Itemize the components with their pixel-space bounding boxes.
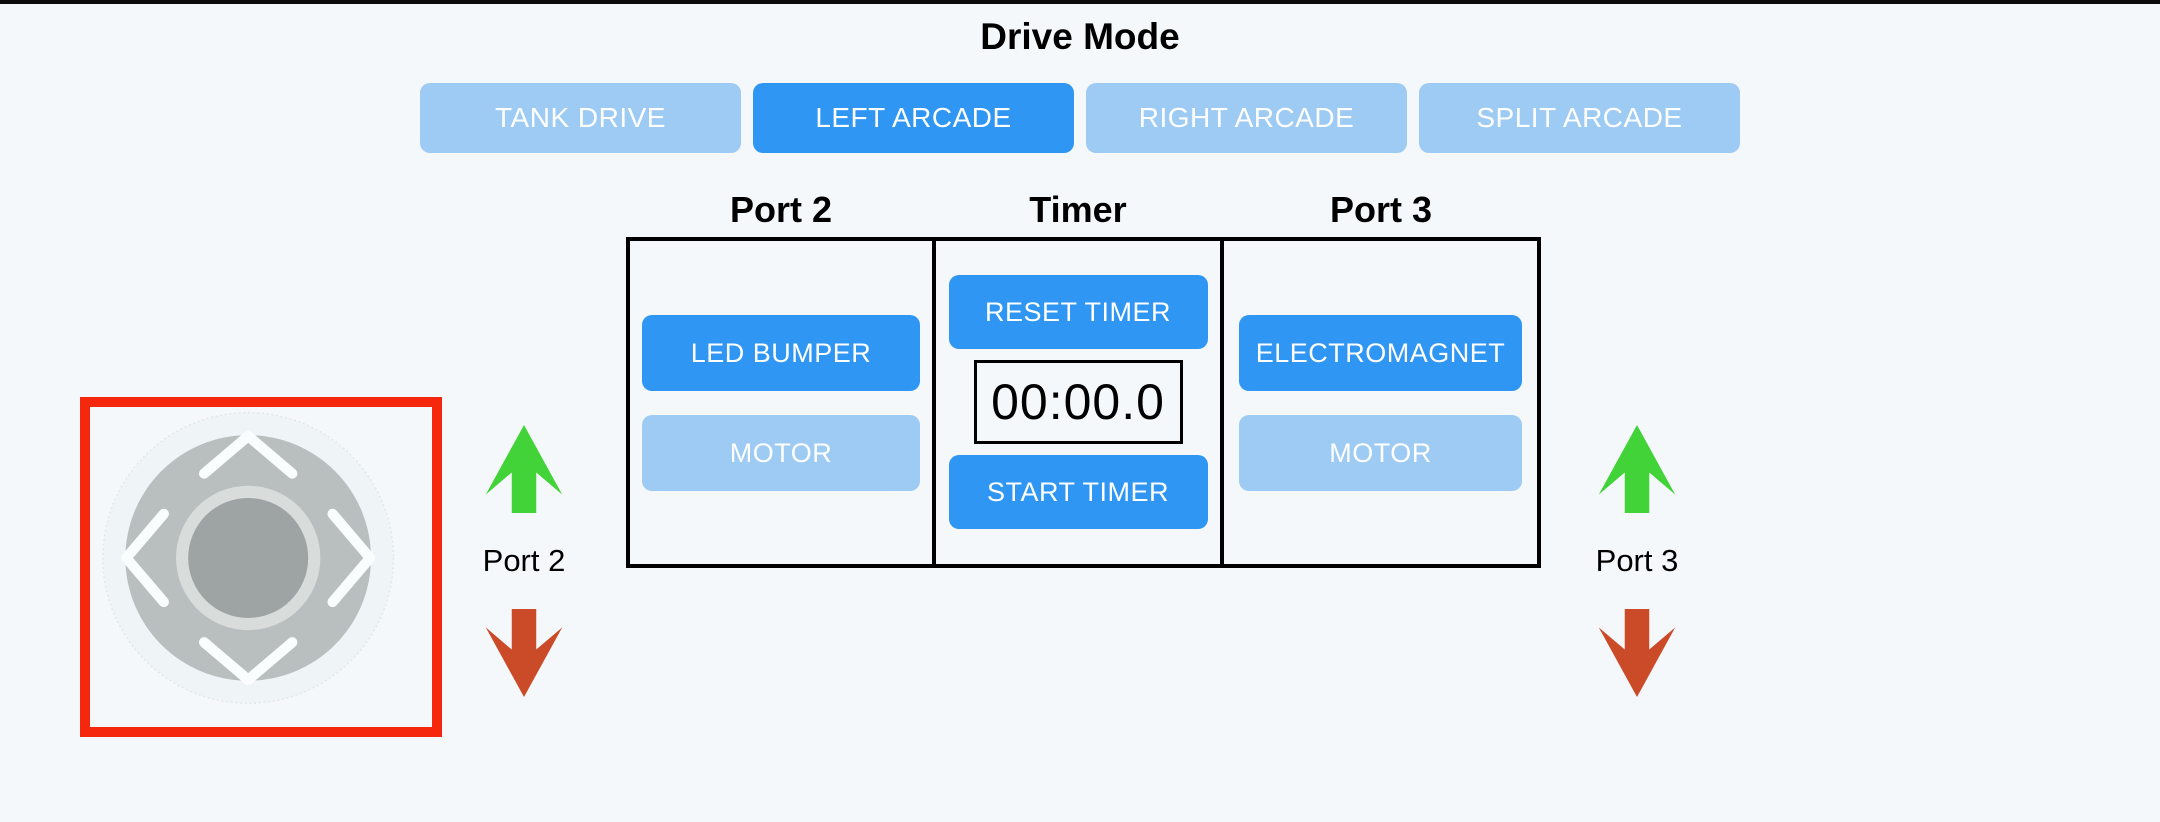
device-panel: LED BUMPER MOTOR RESET TIMER 00:00.0 STA… (626, 237, 1541, 568)
electromagnet-button[interactable]: ELECTROMAGNET (1239, 315, 1522, 391)
port2-up-arrow-icon[interactable] (485, 425, 563, 513)
start-timer-button[interactable]: START TIMER (948, 455, 1208, 529)
port3-column-header: Port 3 (1329, 189, 1433, 230)
port3-motor-button[interactable]: MOTOR (1239, 415, 1522, 491)
joystick-up-chevron-icon (198, 430, 298, 479)
port3-up-arrow-icon[interactable] (1598, 425, 1676, 513)
joystick-right-chevron-icon (327, 508, 376, 608)
drive-mode-tank-drive-button[interactable]: TANK DRIVE (420, 83, 741, 153)
port2-motor-button[interactable]: MOTOR (642, 415, 920, 491)
directional-joystick-icon (102, 411, 395, 704)
drive-mode-selector: TANK DRIVE LEFT ARCADE RIGHT ARCADE SPLI… (0, 83, 2160, 153)
joystick-left-chevron-icon (121, 508, 169, 608)
port2-down-arrow-icon[interactable] (485, 609, 563, 697)
joystick-knob (188, 497, 309, 618)
led-bumper-button[interactable]: LED BUMPER (642, 315, 920, 391)
page-title: Drive Mode (980, 16, 1180, 57)
drive-mode-left-arcade-button[interactable]: LEFT ARCADE (753, 83, 1074, 153)
port2-column-header: Port 2 (729, 189, 833, 230)
port3-down-arrow-icon[interactable] (1598, 609, 1676, 697)
port3-control-group: Port 3 (1595, 425, 1679, 697)
reset-timer-button[interactable]: RESET TIMER (948, 275, 1208, 349)
top-border-line (0, 0, 2160, 4)
timer-column-header: Timer (1029, 189, 1127, 230)
timer-display: 00:00.0 (973, 360, 1183, 444)
port3-control-label: Port 3 (1595, 543, 1679, 578)
drive-mode-split-arcade-button[interactable]: SPLIT ARCADE (1419, 83, 1740, 153)
timer-cell: RESET TIMER 00:00.0 START TIMER (936, 241, 1224, 564)
port2-cell: LED BUMPER MOTOR (630, 241, 936, 564)
joystick-down-chevron-icon (198, 637, 298, 685)
port3-cell: ELECTROMAGNET MOTOR (1224, 241, 1537, 564)
port2-control-label: Port 2 (482, 543, 566, 578)
drive-mode-right-arcade-button[interactable]: RIGHT ARCADE (1086, 83, 1407, 153)
left-joystick[interactable] (80, 397, 442, 737)
port2-control-group: Port 2 (482, 425, 566, 697)
